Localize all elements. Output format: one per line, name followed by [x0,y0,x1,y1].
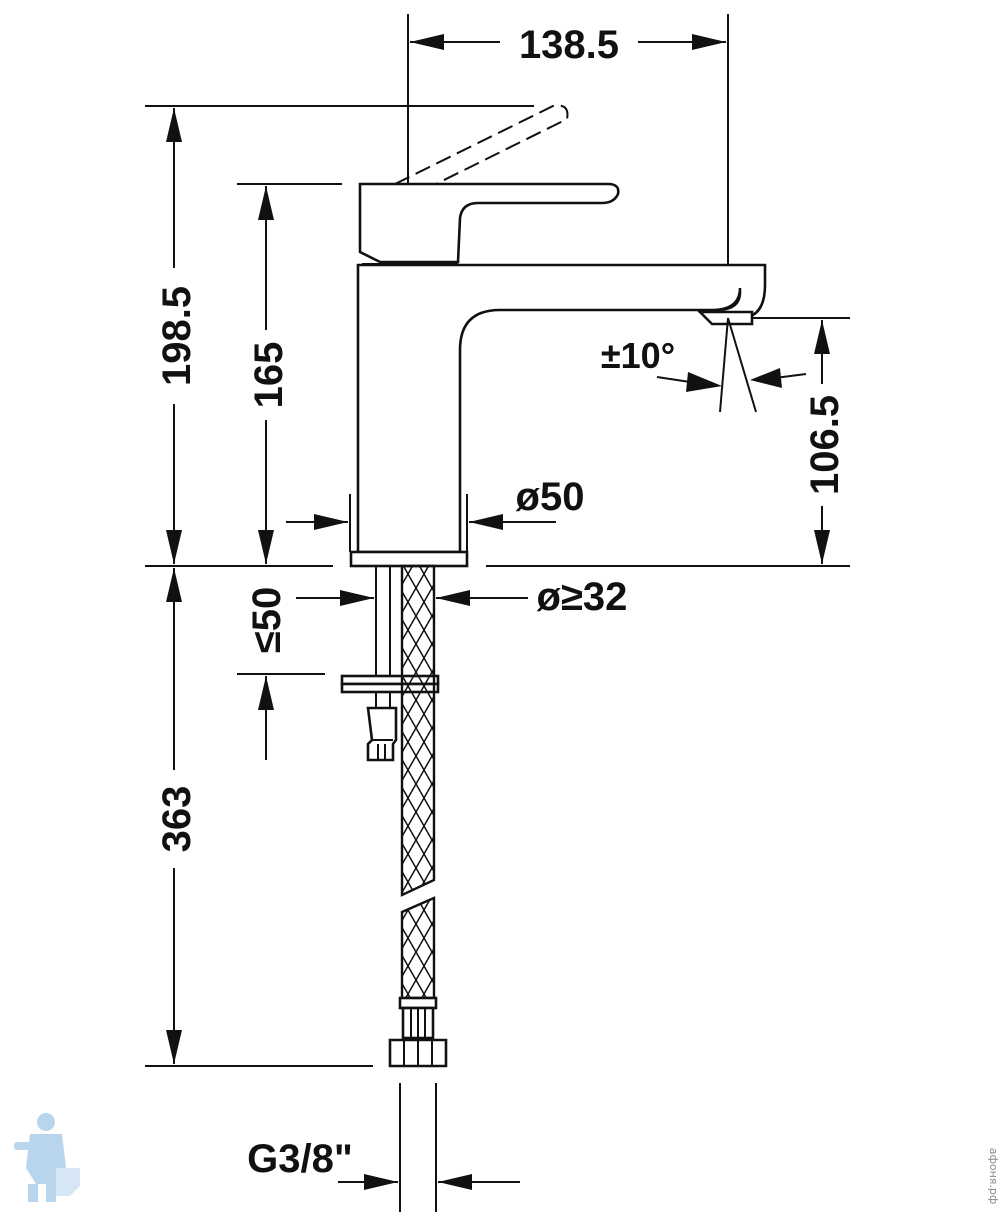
dim-line-connection [338,1174,520,1190]
swivel-angle-lines [656,317,807,413]
watermark-text: афоня.рф [987,1148,1000,1205]
label-connection-thread: G3/8" [247,1137,353,1181]
dim-line-deck-thickness [258,676,274,760]
aerator [696,310,754,326]
mounting-rod [375,566,391,708]
label-hose-length: 363 [155,786,199,853]
label-total-height: 198.5 [155,286,199,386]
plumber-mascot-logo [14,1113,80,1202]
label-body-diameter: ø50 [516,475,585,519]
faucet-body [356,263,767,554]
hose-upper [400,564,436,897]
label-hole-diameter: ø≥32 [537,575,628,619]
dim-line-body-height [258,186,274,564]
dim-line-body-diameter [286,514,556,530]
dim-line-hose-length [166,568,182,1064]
extension-lines [145,14,850,1212]
dim-line-spout-height [814,320,830,564]
dim-line-total-height [166,108,182,564]
label-width-top: 138.5 [519,23,619,67]
hose-lower [400,896,436,1000]
lever-handle [358,182,620,264]
base-ring [349,550,469,568]
lever-alt-position [394,104,569,185]
label-body-height: 165 [247,342,291,409]
hose-ferrule [398,996,438,1040]
rod-nut [366,706,398,762]
dim-line-hole-diameter [296,590,528,606]
fixing-plate-lower [340,682,440,694]
label-spout-height: 106.5 [803,395,847,495]
dim-line-width-top [410,34,726,50]
label-swivel-angle: ±10° [601,335,675,376]
label-deck-thickness: ≤50 [245,587,289,653]
